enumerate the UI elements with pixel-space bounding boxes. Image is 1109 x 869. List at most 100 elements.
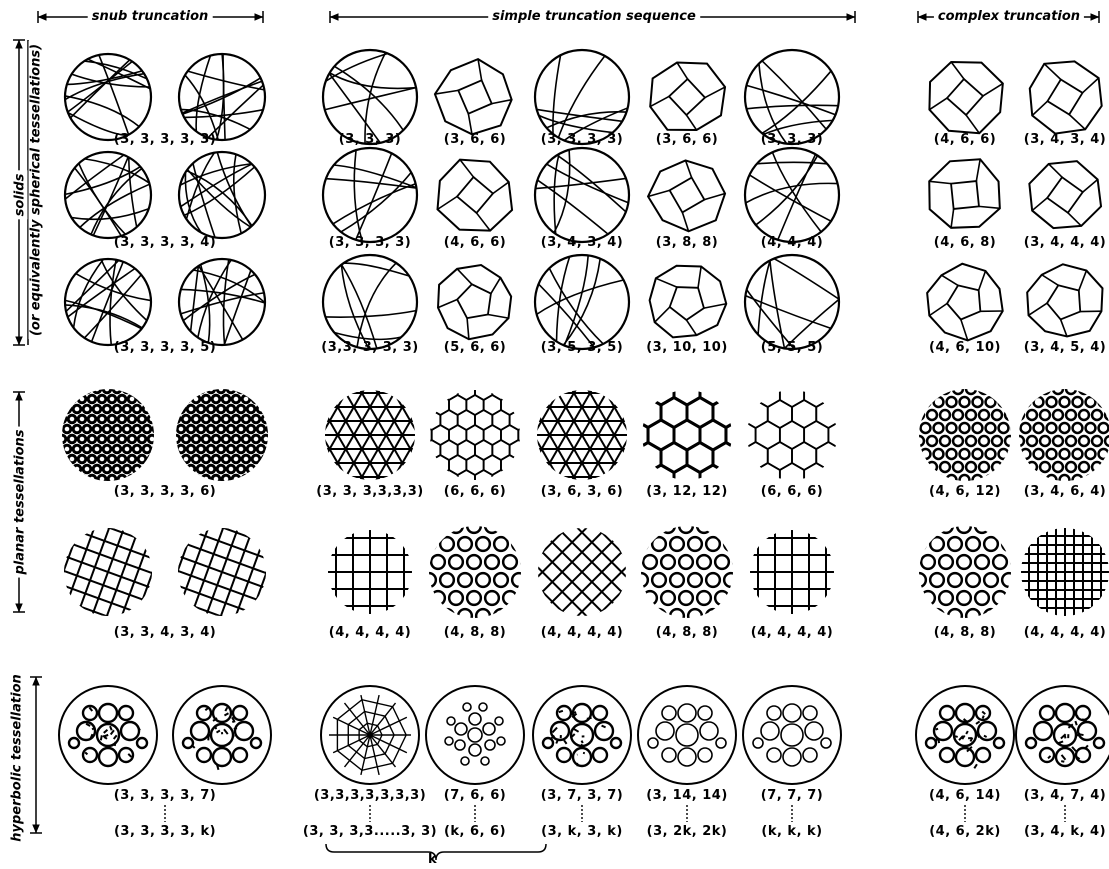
row-label: (3,3,3,3,3,3,3) [314,788,426,803]
figure [323,50,417,144]
row-label-k: (3, 3, 3,3.....3, 3) [303,824,437,839]
figure [916,686,1014,784]
row-label: (4, 8, 8) [934,625,996,640]
figure [650,63,725,130]
row-label: (4, 8, 8) [444,625,506,640]
side-planar: planar tessellations [13,426,28,577]
row-label: (4, 6, 6) [444,235,506,250]
row-label: (7, 7, 7) [761,788,823,803]
figure [535,50,629,144]
row-label: (3, 6, 6) [656,132,718,147]
figure [533,686,631,784]
side-solids: solids [13,171,28,220]
row-label-k: (3, 4, k, 4) [1024,824,1106,839]
row-label: (7, 6, 6) [444,788,506,803]
side-spherical: (or equivalently spherical tessellations… [29,41,44,339]
header-complex: complex truncation [934,9,1084,24]
figure [927,264,1003,341]
figure [1014,384,1109,485]
row-label: (3, 12, 12) [646,484,728,499]
row-label: (3, 4, 7, 4) [1024,788,1106,803]
figure [743,686,841,784]
figure [59,686,157,784]
row-label: (3, 3, 3, 3) [541,132,623,147]
row-label-k: (3, 3, 3, 3, k) [114,824,216,839]
row-hyperbolic [59,686,1109,784]
figure [1011,518,1109,626]
row-label: (3, 10, 10) [646,340,728,355]
row-label: (4, 6, 14) [929,788,1001,803]
row-label-k: (4, 6, 2k) [929,824,1001,839]
figure [1016,686,1109,784]
row-label: (4, 8, 8) [656,625,718,640]
row-label: (4, 4, 4, 4) [1024,625,1106,640]
row-label: (3, 3, 3,3,3,3) [316,484,423,499]
figure [58,385,161,483]
figure [422,519,535,623]
row-label: (3, 4, 6, 4) [1024,484,1106,499]
row-label: (3, 4, 4, 4) [1024,235,1106,250]
row-label: (3,3, 3, 3, 3) [321,340,418,355]
row-label: (3, 4, 3, 4) [1024,132,1106,147]
row-label: (3, 3, 3, 3) [329,235,411,250]
figure [268,470,472,674]
figure [321,686,419,784]
row-label-k: (3, 2k, 2k) [647,824,728,839]
figure [1029,161,1101,228]
row-label: (3, 4, 5, 4) [1024,340,1106,355]
row-label: (3, 3, 3, 3, 3) [114,132,216,147]
figure [690,470,894,674]
figure [638,686,736,784]
figure [650,266,727,338]
row-label: (3, 3, 3, 3, 6) [114,484,216,499]
row-label: (4, 6, 12) [929,484,1001,499]
row-label: (4, 4, 4, 4) [751,625,833,640]
figure [323,148,417,242]
figure [179,259,265,345]
row-label: (6, 6, 6) [761,484,823,499]
row-label: (3, 6, 6) [444,132,506,147]
figure [173,686,271,784]
figure [179,152,265,238]
row-label: (3, 8, 8) [656,235,718,250]
row-label: (4, 4, 4, 4) [541,625,623,640]
figure [65,259,151,345]
row-label: (3, 7, 3, 7) [541,788,623,803]
figure [65,54,151,140]
figure [745,50,839,144]
row-solids_2 [65,148,1101,242]
row-label: (3, 3, 3, 3, 4) [114,235,216,250]
row-label-k: (3, k, 3, k) [541,824,623,839]
figure [745,148,839,242]
row-label: (6, 6, 6) [444,484,506,499]
row-label: (3, 14, 14) [646,788,728,803]
figure [179,54,265,140]
row-label: (3, 3, 3, 3, 5) [114,340,216,355]
row-label: (3, 5, 3, 5) [541,340,623,355]
row-label: (3, 3, 3, 3, 7) [114,788,216,803]
figure [634,519,747,623]
row-label-k: (k, k, k) [761,824,822,839]
figure [914,384,1021,485]
figure [438,160,513,231]
row-label: (3, 6, 3, 6) [541,484,623,499]
figure [1030,61,1102,133]
figure [435,59,512,134]
figure [426,686,524,784]
row-solids_3 [65,255,1102,349]
row-label: (3, 3, 3) [339,132,401,147]
figure [929,62,1002,133]
row-label: (4, 6, 8) [934,235,996,250]
k-label: k [428,852,437,867]
side-hyperbolic: hyperbolic tessellation [10,671,25,845]
row-label-k: (k, 6, 6) [444,824,506,839]
row-label: (4, 4, 4) [761,235,823,250]
figure [299,368,441,502]
header-simple: simple truncation sequence [488,9,700,24]
row-label: (3, 4, 3, 4) [541,235,623,250]
figure [438,265,511,339]
row-label: (4, 4, 4, 4) [329,625,411,640]
figure [65,152,151,238]
figure [535,148,629,242]
